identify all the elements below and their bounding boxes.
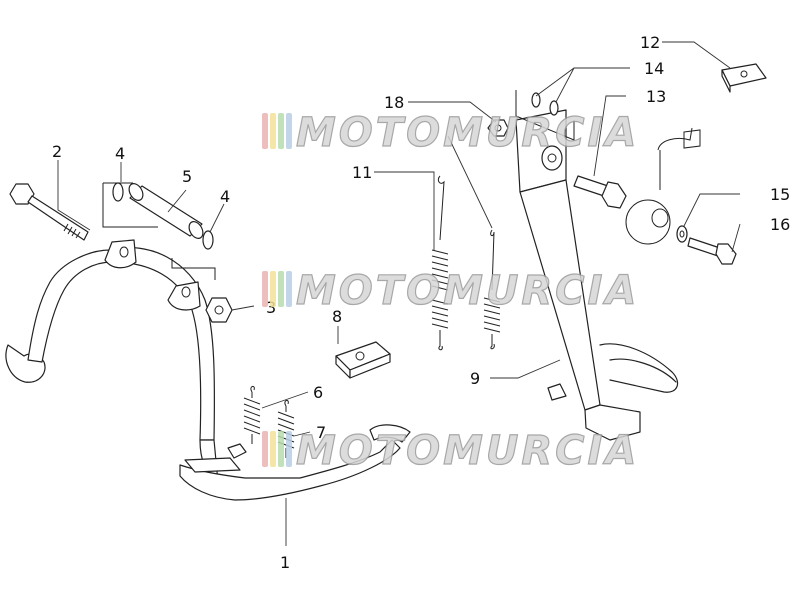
watermark-stripe-red: [262, 113, 268, 149]
watermark-stripe-green: [278, 271, 284, 307]
callout-4a: 4: [115, 144, 125, 163]
callout-3: 3: [266, 298, 276, 317]
callout-18: 18: [384, 93, 404, 112]
watermark-stripe-green: [278, 431, 284, 467]
watermark-2: MOTOMURCIA: [262, 267, 639, 315]
bolt-part-16: [687, 237, 737, 265]
switch-bracket: [625, 127, 701, 245]
callout-labels: 1 2 3 4 4 5 6 7 8 9 11 12 13 14 15 16 18: [52, 33, 790, 572]
pivot-bolt-part-13: [573, 175, 627, 209]
leader-lines: [57, 41, 741, 546]
callout-12: 12: [640, 33, 660, 52]
callout-8: 8: [332, 307, 342, 326]
callout-2: 2: [52, 142, 62, 161]
callout-5: 5: [182, 167, 192, 186]
watermark-stripe-blue: [286, 113, 292, 149]
nut-part-3: [205, 297, 233, 323]
washer-part-15: [676, 225, 688, 243]
clip-part-12: [721, 63, 767, 93]
callout-6: 6: [313, 383, 323, 402]
spring-part-6: [243, 385, 261, 444]
washer-part-4: [102, 182, 216, 280]
center-stand-part-1: [5, 239, 411, 501]
watermark-stripe-yellow: [270, 113, 276, 149]
watermark-stripe-blue: [286, 431, 292, 467]
watermark-3: MOTOMURCIA: [262, 427, 639, 475]
watermark-stripe-yellow: [270, 431, 276, 467]
clip-nut-part-8: [335, 341, 391, 379]
callout-9: 9: [470, 369, 480, 388]
watermark-stripe-yellow: [270, 271, 276, 307]
watermark-text: MOTOMURCIA: [296, 110, 639, 156]
callout-11: 11: [352, 163, 372, 182]
spring-part-11: [431, 175, 501, 351]
watermark-text: MOTOMURCIA: [296, 268, 639, 314]
watermark-stripe-red: [262, 431, 268, 467]
watermark-1: MOTOMURCIA: [262, 109, 639, 157]
side-stand-part-9: [515, 109, 679, 441]
washer-part-14: [515, 90, 575, 141]
watermark-stripe-red: [262, 271, 268, 307]
callout-4b: 4: [220, 187, 230, 206]
watermark-text: MOTOMURCIA: [296, 428, 639, 474]
bolt-part-2: [9, 183, 89, 241]
watermark-stripe-green: [278, 113, 284, 149]
sleeve-part-5: [128, 183, 204, 239]
watermark-stripe-blue: [286, 271, 292, 307]
callout-1: 1: [280, 553, 290, 572]
callout-7: 7: [316, 423, 326, 442]
nut-part-18: [487, 119, 509, 137]
callout-16: 16: [770, 215, 790, 234]
callout-15: 15: [770, 185, 790, 204]
callout-13: 13: [646, 87, 666, 106]
callout-14: 14: [644, 59, 664, 78]
